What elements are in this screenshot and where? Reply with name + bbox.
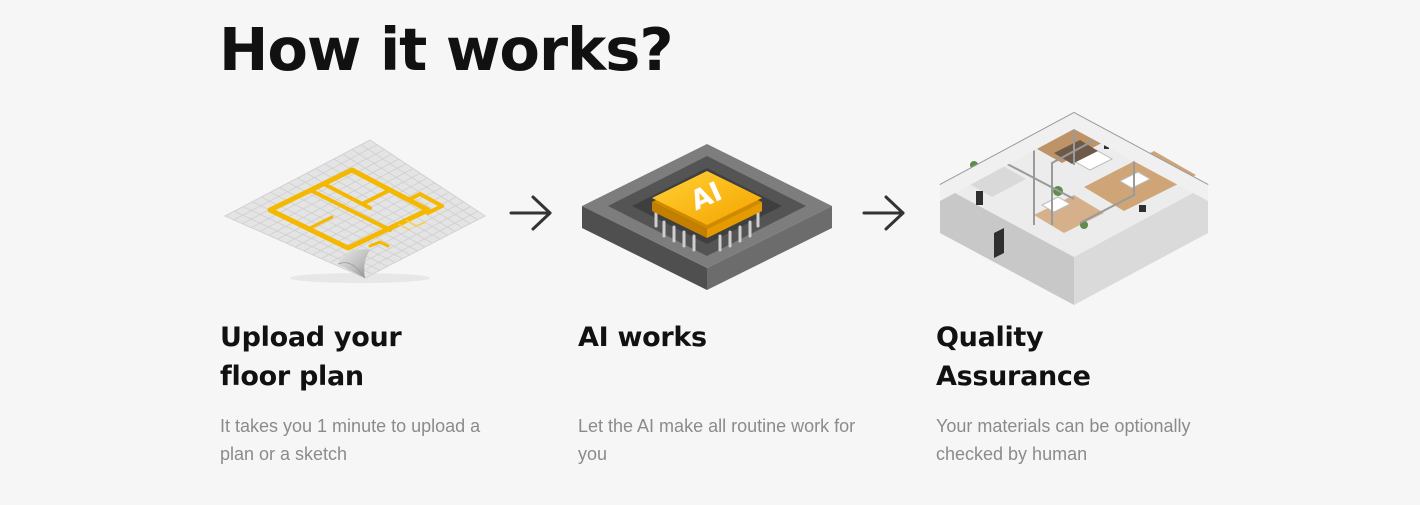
- step-ai-works: AI works Let the AI make all routine wor…: [578, 318, 878, 468]
- step-title: Quality Assurance: [936, 322, 1091, 392]
- section-title: How it works?: [219, 15, 674, 84]
- grid-line: [347, 206, 471, 271]
- step-title: AI works: [578, 322, 707, 353]
- step-description: It takes you 1 minute to upload a plan o…: [220, 416, 481, 464]
- step-description: Your materials can be optionally checked…: [936, 416, 1191, 464]
- isometric-apartment-illustration: [939, 111, 1209, 305]
- step-description: Let the AI make all routine work for you: [578, 416, 856, 464]
- arrow-right-icon: [862, 195, 905, 231]
- step-upload: Upload your floor plan It takes you 1 mi…: [220, 318, 520, 468]
- grid-line: [351, 149, 471, 225]
- step-quality-assurance: Quality Assurance Your materials can be …: [936, 318, 1236, 468]
- grid-line: [360, 144, 478, 221]
- grid-line: [356, 210, 478, 275]
- ai-chip-illustration: AI: [582, 144, 832, 290]
- floor-plan-illustration: [223, 139, 486, 283]
- grid-line: [342, 153, 463, 228]
- step-title: Upload your floor plan: [220, 322, 402, 392]
- arrow-right-icon: [509, 195, 552, 231]
